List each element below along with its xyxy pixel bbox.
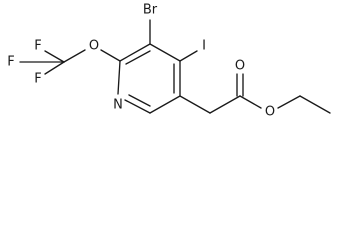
pyridine-ring (117, 43, 181, 114)
bond-c5-c6 (149, 95, 181, 114)
atom-carbonyl-oxygen: O (235, 59, 245, 74)
atom-iodine: I (202, 39, 206, 54)
atom-ester-oxygen: O (265, 105, 275, 120)
bond-n1-c2 (117, 60, 121, 95)
bond-c2-c3 (119, 43, 151, 62)
bond-c6-n1 (124, 99, 151, 114)
bond-ethyl (299, 95, 331, 114)
bond-ch2-carbonyl (209, 95, 241, 114)
atom-bromine: Br (143, 3, 158, 18)
double-bond-c6-n1 (128, 94, 151, 107)
bond-carbonyl-o-ester (239, 95, 262, 109)
bond-c-f-bottom (44, 61, 65, 75)
atom-fluorine-top: F (34, 39, 41, 54)
atom-ether-oxygen: O (89, 39, 99, 54)
bond-o-cf3 (63, 49, 86, 63)
double-bond-c2-c3 (125, 50, 151, 65)
substituent-bonds (19, 19, 331, 114)
atom-ring-nitrogen: N (113, 98, 123, 113)
bond-c5-ch2 (179, 95, 211, 114)
atom-fluorine-left: F (7, 55, 14, 70)
bond-c2-o (100, 49, 121, 62)
bond-o-ethyl (277, 95, 301, 109)
bond-c3-c4 (149, 43, 181, 62)
atom-fluorine-bottom: F (34, 72, 41, 87)
bond-c4-i (179, 50, 198, 62)
bond-c-f-top (44, 50, 65, 63)
molecule-structure: Br I N O F F F O O (7, 3, 331, 120)
atom-labels: Br I N O F F F O O (7, 3, 275, 120)
